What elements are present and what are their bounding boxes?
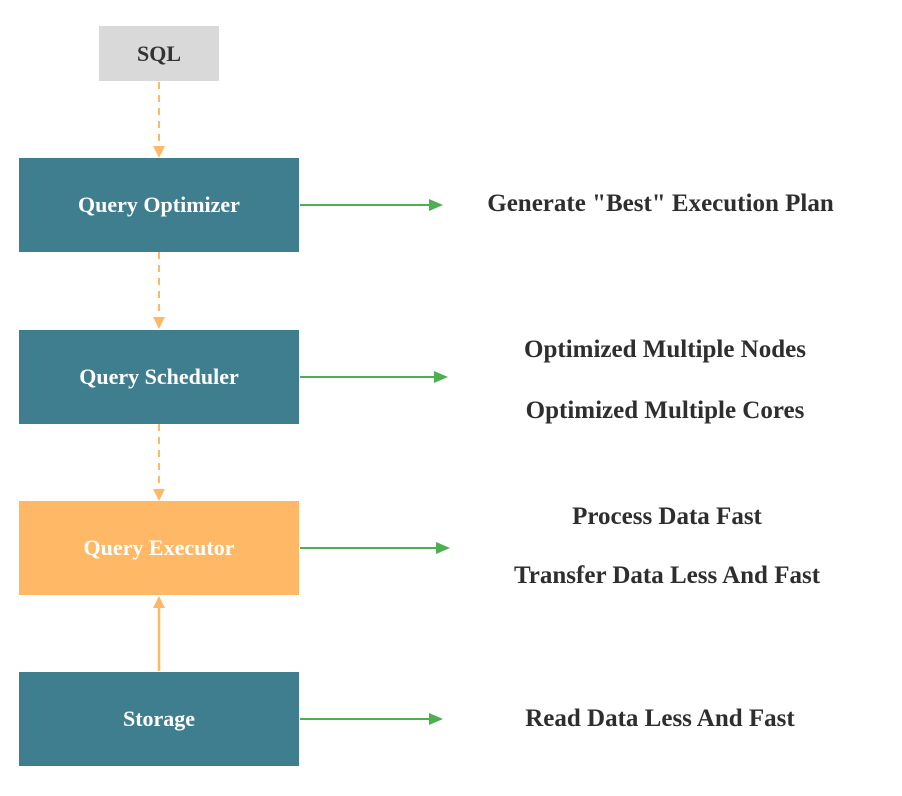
- query-scheduler-node: Query Scheduler: [19, 330, 299, 424]
- query-executor-node: Query Executor: [19, 501, 299, 595]
- scheduler-output-text-2: Optimized Multiple Cores: [525, 397, 805, 424]
- query-optimizer-node: Query Optimizer: [19, 158, 299, 252]
- optimizer-output-text: Generate "Best" Execution Plan: [487, 190, 834, 217]
- executor-output-text-1: Process Data Fast: [572, 503, 762, 530]
- storage-node: Storage: [19, 672, 299, 766]
- storage-output-text: Read Data Less And Fast: [525, 705, 795, 732]
- executor-output-text-2: Transfer Data Less And Fast: [513, 562, 821, 589]
- sql-node: SQL: [99, 26, 219, 81]
- scheduler-output-text-1: Optimized Multiple Nodes: [524, 336, 806, 363]
